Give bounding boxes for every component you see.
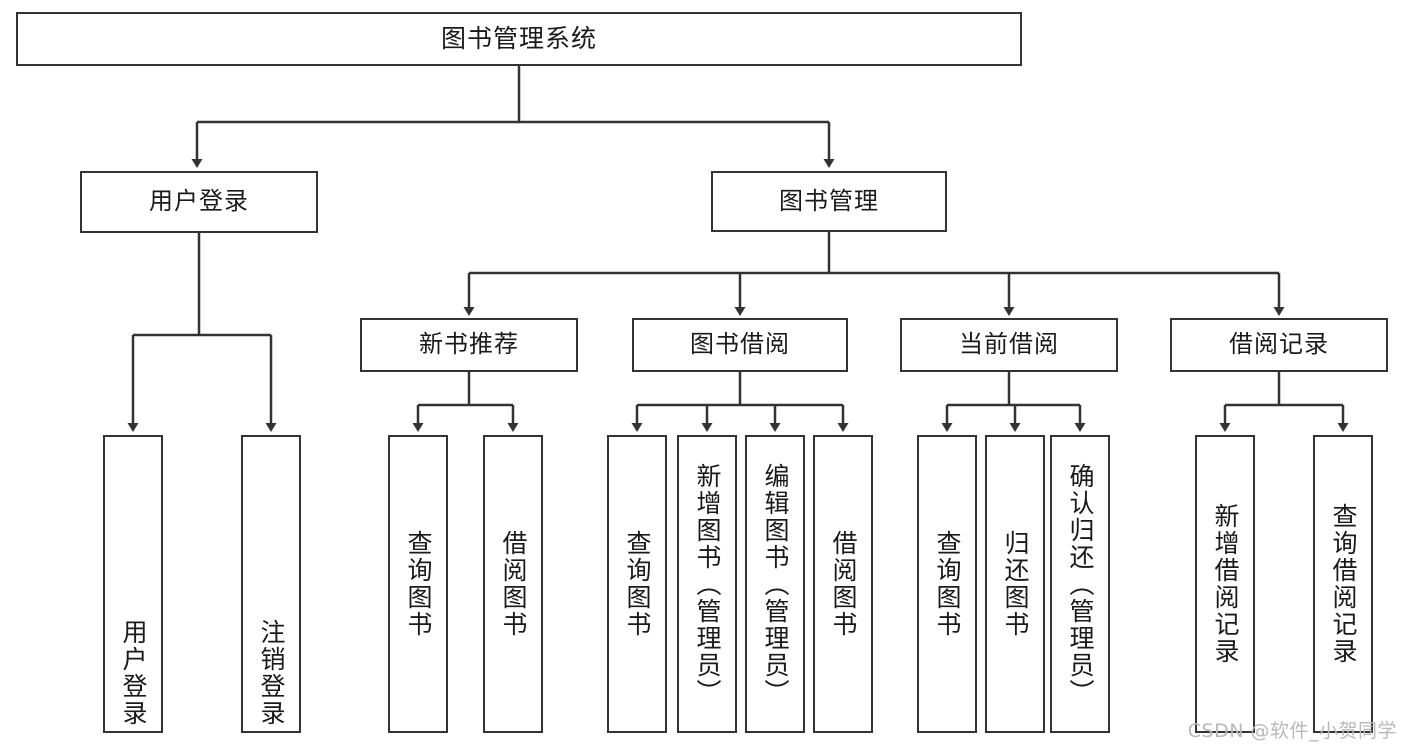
node-label: 注销登录 <box>257 619 286 727</box>
node-label: 归还图书 <box>1001 530 1030 638</box>
node-label: 查询图书 <box>404 530 433 638</box>
node-borrow-record[interactable]: 借阅记录 <box>1170 318 1388 372</box>
node-label: 当前借阅 <box>959 330 1059 359</box>
node-label: 图书借阅 <box>690 330 790 359</box>
node-label: 新增图书（管理员） <box>693 462 722 706</box>
node-leaf-user-login[interactable]: 用户登录 <box>103 435 163 733</box>
node-label: 查询图书 <box>933 530 962 638</box>
node-leaf-query-book-2[interactable]: 查询图书 <box>607 435 667 733</box>
node-leaf-add-record[interactable]: 新增借阅记录 <box>1195 435 1255 733</box>
node-label: 用户登录 <box>119 619 148 727</box>
node-book-borrow[interactable]: 图书借阅 <box>632 318 848 372</box>
node-leaf-query-book-1[interactable]: 查询图书 <box>388 435 448 733</box>
node-label: 新增借阅记录 <box>1211 503 1240 665</box>
node-leaf-return-book[interactable]: 归还图书 <box>985 435 1045 733</box>
node-leaf-user-logout[interactable]: 注销登录 <box>241 435 301 733</box>
node-leaf-borrow-book-2[interactable]: 借阅图书 <box>813 435 873 733</box>
node-label: 查询图书 <box>623 530 652 638</box>
node-root-system[interactable]: 图书管理系统 <box>16 12 1022 66</box>
node-new-book-recommend[interactable]: 新书推荐 <box>360 318 578 372</box>
node-label: 查询借阅记录 <box>1329 503 1358 665</box>
node-label: 借阅图书 <box>829 530 858 638</box>
node-label: 用户登录 <box>149 187 249 216</box>
node-leaf-query-book-3[interactable]: 查询图书 <box>917 435 977 733</box>
csdn-watermark: CSDN @软件_小贺同学 <box>1187 720 1397 742</box>
node-leaf-confirm-return[interactable]: 确认归还（管理员） <box>1050 435 1110 733</box>
node-label: 借阅记录 <box>1229 330 1329 359</box>
node-user-login[interactable]: 用户登录 <box>80 171 318 233</box>
node-label: 新书推荐 <box>419 330 519 359</box>
node-label: 编辑图书（管理员） <box>761 462 790 706</box>
node-book-manage[interactable]: 图书管理 <box>711 171 947 232</box>
node-label: 借阅图书 <box>499 530 528 638</box>
node-leaf-borrow-book-1[interactable]: 借阅图书 <box>483 435 543 733</box>
node-label: 图书管理 <box>779 186 879 215</box>
node-leaf-query-record[interactable]: 查询借阅记录 <box>1313 435 1373 733</box>
node-label: 确认归还（管理员） <box>1066 462 1095 706</box>
node-current-borrow[interactable]: 当前借阅 <box>900 318 1118 372</box>
node-leaf-add-book[interactable]: 新增图书（管理员） <box>677 435 737 733</box>
node-leaf-edit-book[interactable]: 编辑图书（管理员） <box>745 435 805 733</box>
node-label: 图书管理系统 <box>440 23 597 53</box>
